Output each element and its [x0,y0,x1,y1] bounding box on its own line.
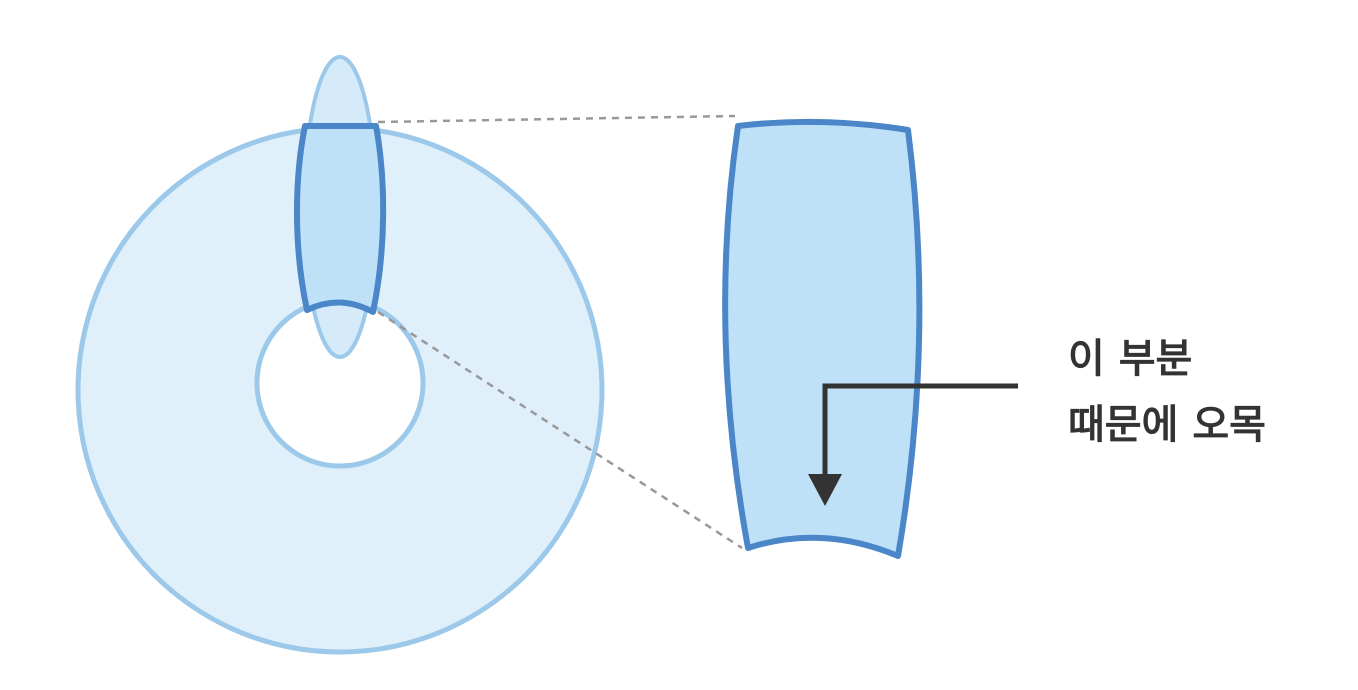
guide-line-top [377,114,736,124]
highlighted-section [294,123,387,315]
lens-disc [75,125,605,655]
indicator-arrow-head [808,474,842,506]
annotation-line-2: 때문에 오목 [1068,402,1266,448]
annotation-line-1: 이 부분 [1068,336,1192,382]
indicator-arrow-line [822,383,1018,480]
enlarged-section [722,118,923,559]
